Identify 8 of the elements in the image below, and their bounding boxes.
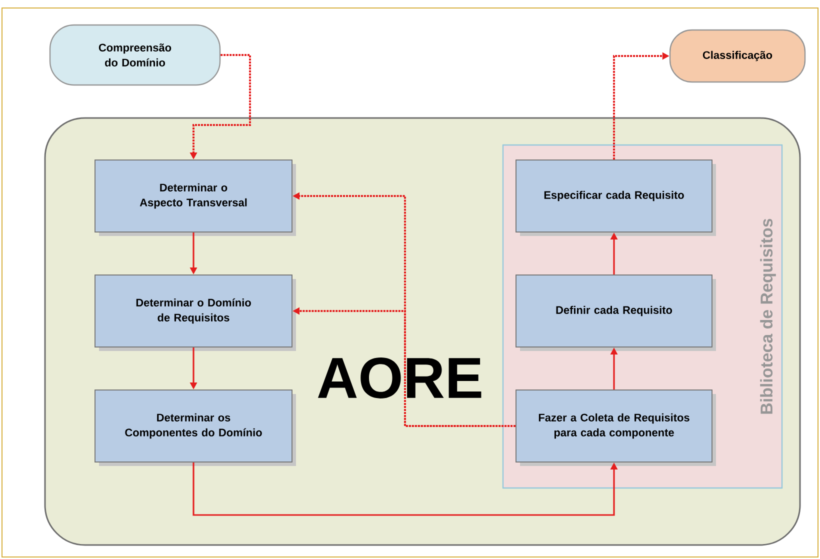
process-box: Definir cada Requisito (516, 274, 716, 351)
process-box: Determinar os Componentes do Domínio (94, 390, 296, 466)
pill-box: Classificação (669, 29, 806, 83)
pill-box: Compreensão do Domínio (49, 24, 221, 86)
process-box: Determinar o Domínio de Requisitos (94, 274, 296, 351)
process-box: Determinar o Aspecto Transversal (94, 160, 296, 236)
process-box: Fazer a Coleta de Requisitos para cada componente (516, 390, 716, 466)
process-box: Especificar cada Requisito (516, 160, 716, 236)
